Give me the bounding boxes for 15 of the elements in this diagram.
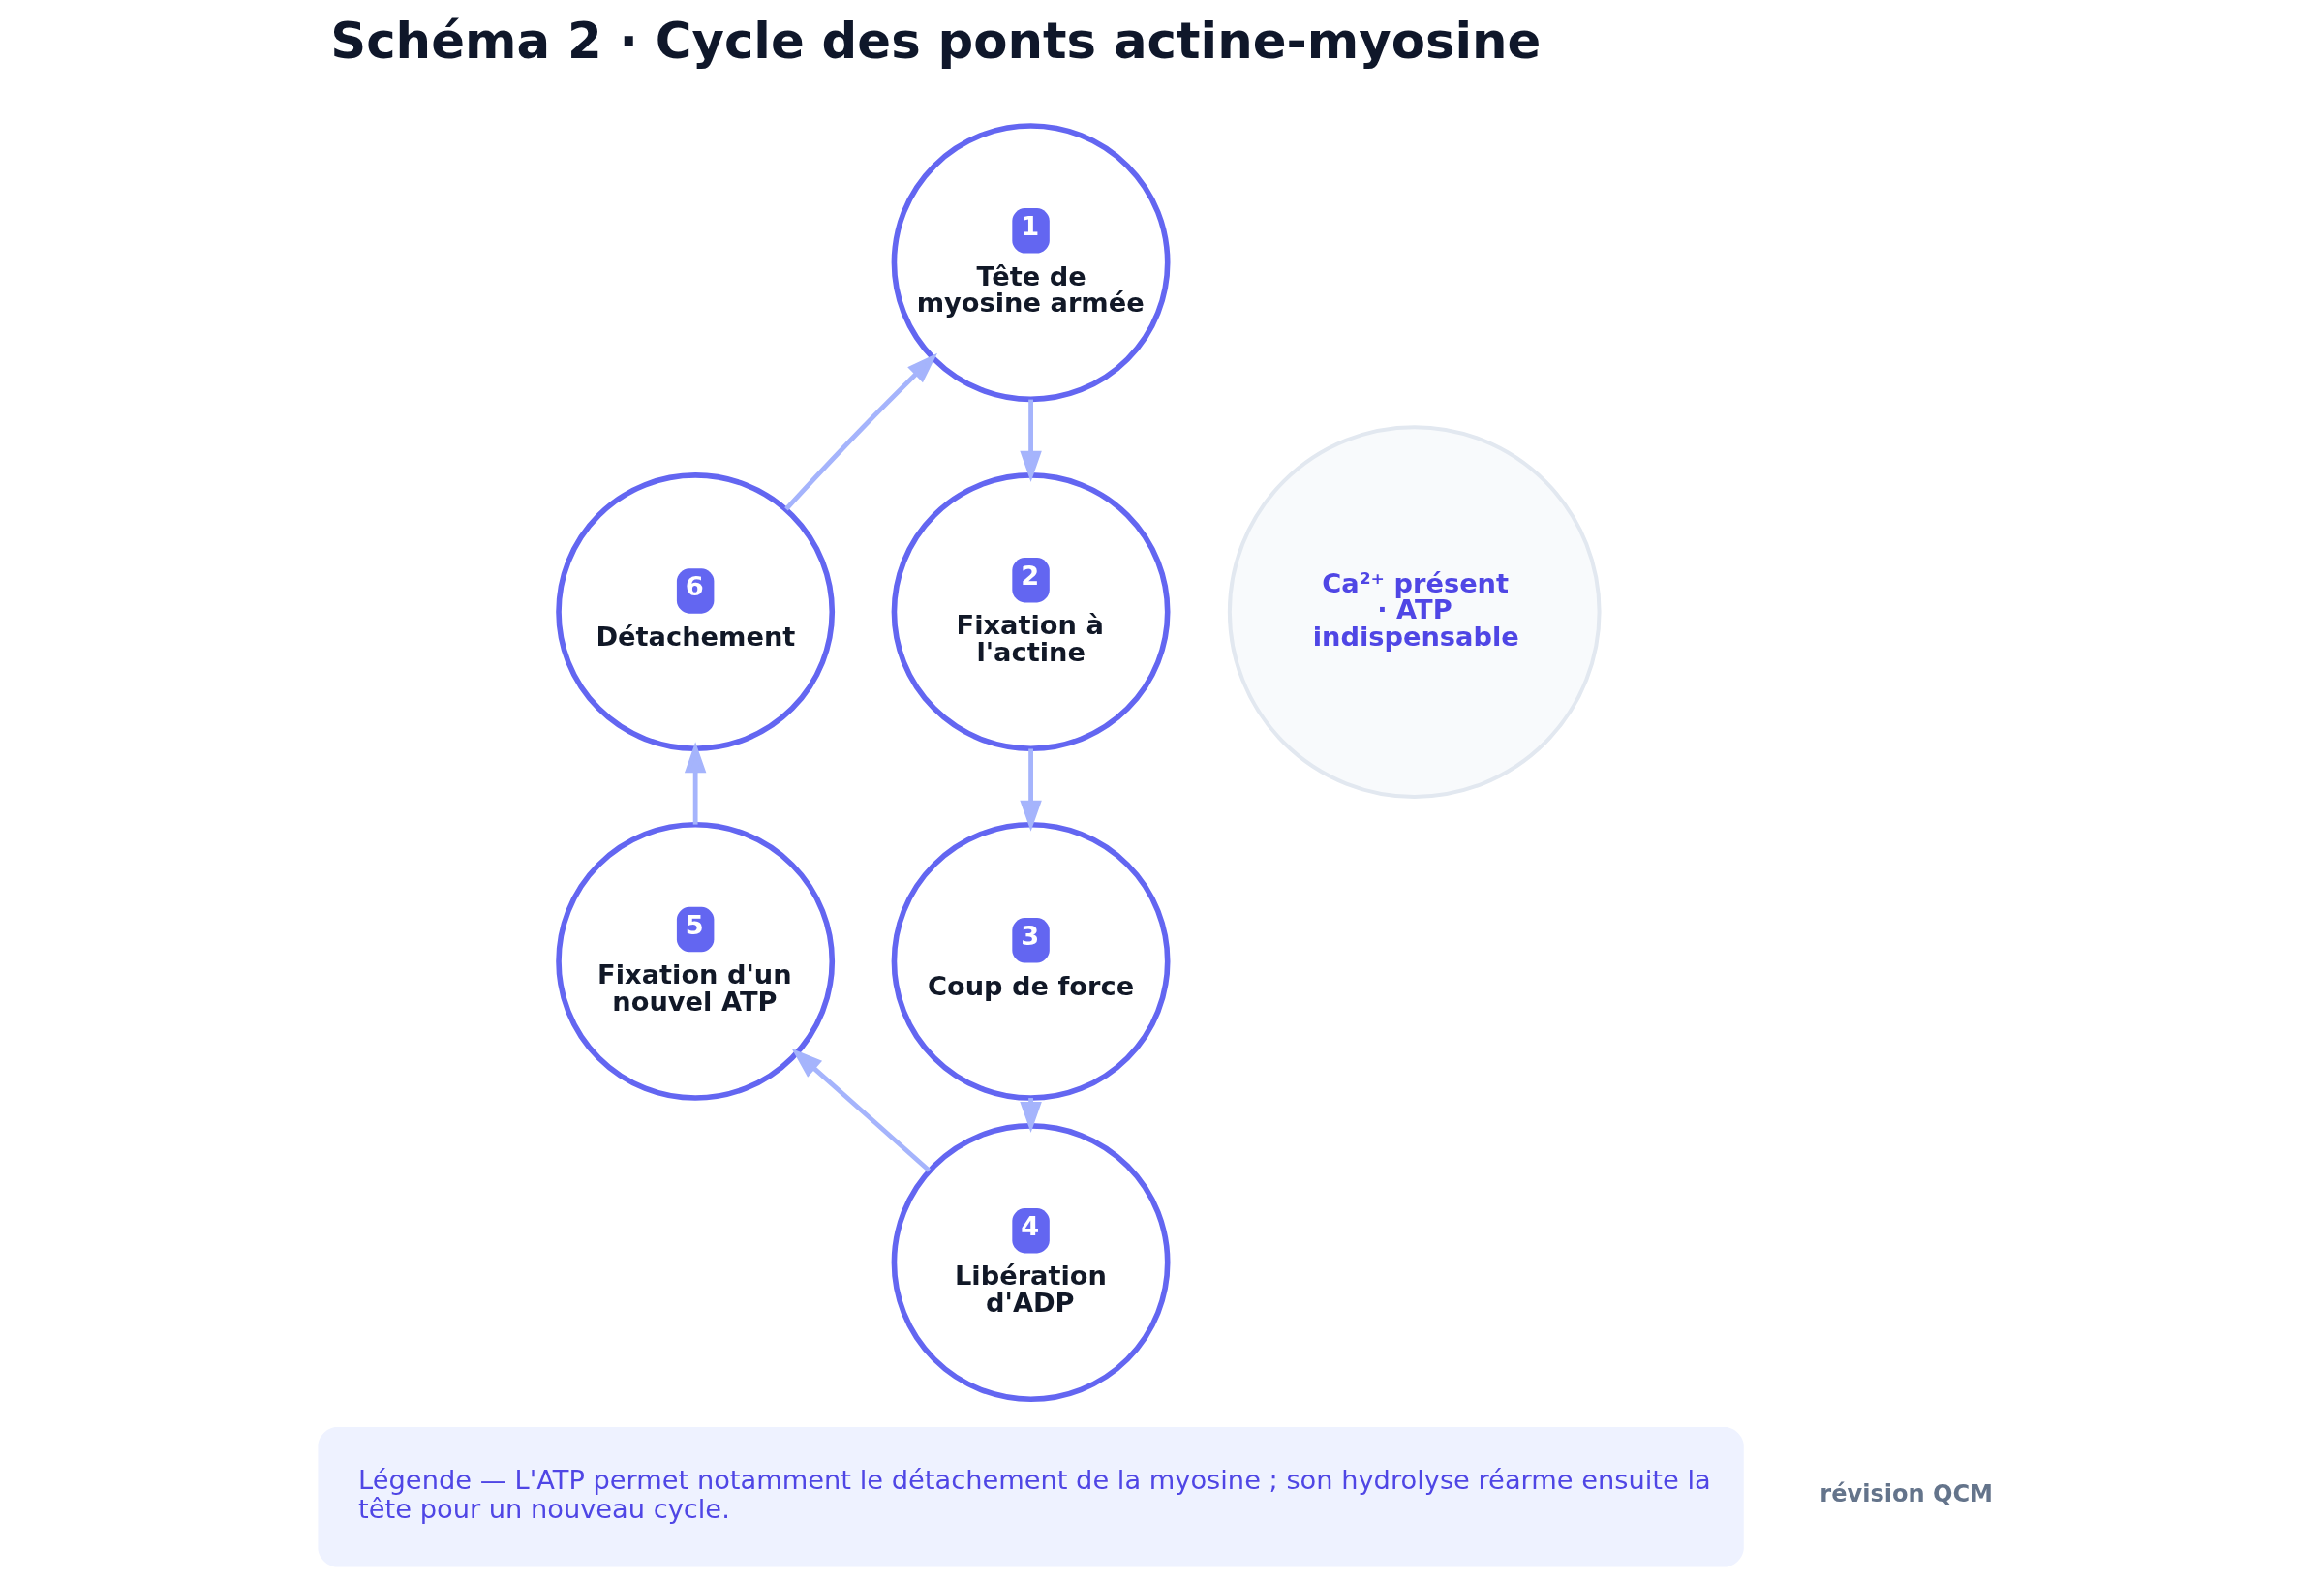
label: révision QCM [1819,1480,1993,1508]
arrow [1019,748,1042,832]
arrow [1019,399,1042,482]
node-circle: 3 Coup de force [891,821,1170,1101]
node-circle: 6 Détachement [555,472,835,751]
node-circle: 5 Fixation d'un nouvel ATP [555,821,835,1101]
node-circle: 4 Libération d'ADP [891,1123,1170,1402]
node-circle: 2 Fixation à l'actine [891,472,1170,751]
diagram-title: Schéma 2 · Cycle des ponts actine-myosine [329,12,1541,71]
label: Légende — L'ATP permet notamment le détachement de la myosine ; son hydrolyse réarme ensuite la tête pour un nouveau cycle. [357,1464,1711,1525]
arrow [791,1048,931,1172]
node-circle: 1 Tête de myosine armée [891,123,1170,403]
node-circle: Ca²⁺ présent · ATP indispensable [1227,425,1602,799]
arrow [783,352,937,511]
arrow [684,742,706,825]
